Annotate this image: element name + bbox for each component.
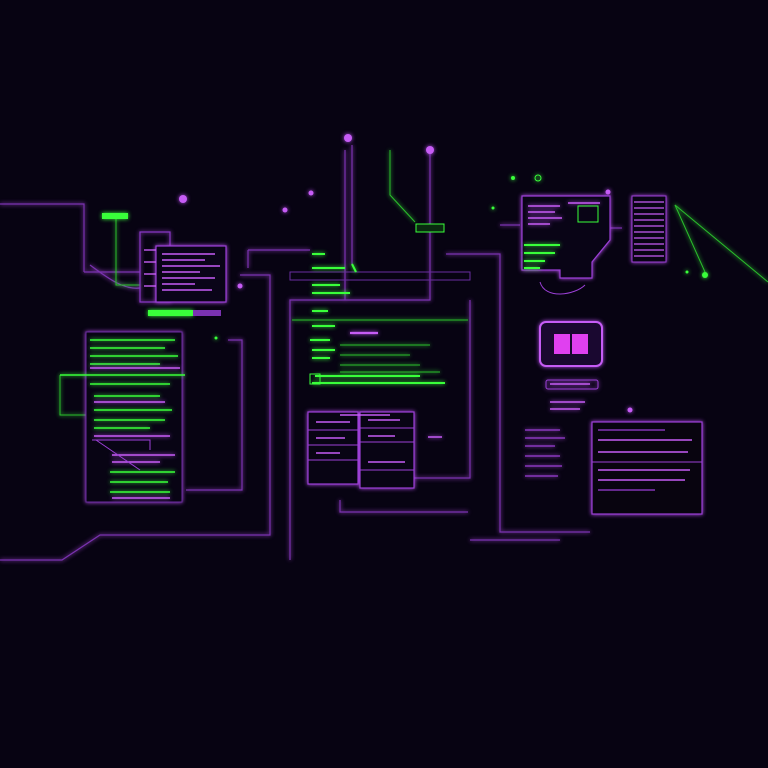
green-traces [59,150,768,416]
node-dot [179,195,187,203]
left-code-panel [60,331,185,503]
right-top-panel [521,195,667,295]
node-dot [511,176,515,180]
center-table-panel [307,411,442,489]
node-dot [308,190,314,196]
node-dot [237,283,243,289]
node-dot [491,206,495,210]
left-top-panel [102,213,227,316]
node-dot [426,146,434,154]
node-dot [534,174,542,182]
node-dot [344,134,352,142]
right-lower-panel [525,421,703,515]
microchip-icon [539,321,603,410]
center-code-panel [289,223,471,385]
node-dot [605,189,611,195]
node-dot [627,407,633,413]
node-dot [214,336,218,340]
node-dots [179,134,633,413]
node-dot [282,207,288,213]
node-dot [702,272,708,278]
node-dot [685,270,689,274]
